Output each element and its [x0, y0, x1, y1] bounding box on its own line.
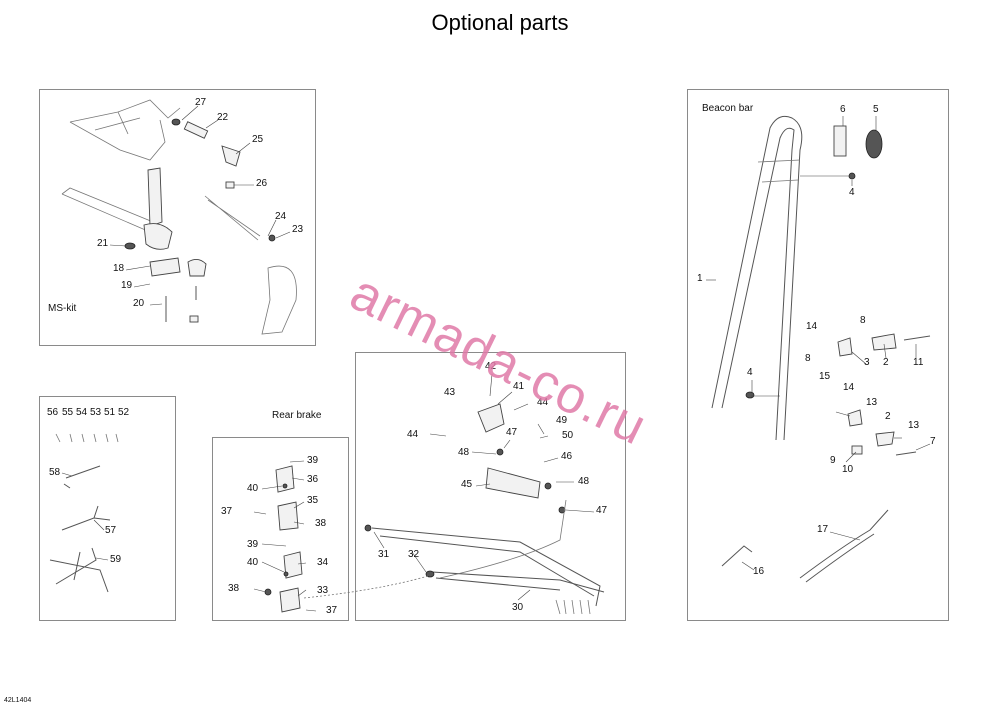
- callout-ms-kit-9: 20: [133, 298, 145, 309]
- callout-harness-5: 52: [118, 407, 130, 418]
- callout-harness-7: 57: [105, 525, 117, 536]
- callout-beacon-13: 13: [866, 397, 878, 408]
- panel-rake: [355, 352, 626, 621]
- callout-beacon-14: 2: [885, 411, 891, 422]
- harness-leader-lines: [61, 472, 109, 561]
- callout-ms-kit-3: 26: [256, 178, 268, 189]
- brake-to-rake-connector: [303, 575, 429, 599]
- callout-rake-4: 44: [407, 429, 419, 440]
- callout-harness-1: 55: [62, 407, 74, 418]
- callout-beacon-19: 17: [817, 524, 829, 535]
- callout-rake-5: 49: [556, 415, 568, 426]
- page-title: Optional parts: [431, 10, 569, 35]
- callout-rake-1: 43: [444, 387, 456, 398]
- callout-beacon-4: 14: [806, 321, 818, 332]
- rear-brake-leader-lines: [253, 460, 317, 612]
- callout-beacon-0: 6: [840, 104, 846, 115]
- callout-harness-3: 53: [90, 407, 102, 418]
- callout-beacon-10: 15: [819, 371, 831, 382]
- rear-brake-label: Rear brake: [272, 410, 322, 421]
- beacon-bar-label: Beacon bar: [702, 103, 754, 114]
- callout-rake-2: 41: [513, 381, 525, 392]
- callout-rake-10: 45: [461, 479, 473, 490]
- callout-beacon-8: 2: [883, 357, 889, 368]
- callout-ms-kit-2: 25: [252, 134, 264, 145]
- harness-drawing: [49, 433, 119, 593]
- callout-beacon-17: 9: [830, 455, 836, 466]
- callout-brake-2: 36: [307, 474, 319, 485]
- callout-harness-2: 54: [76, 407, 88, 418]
- callout-ms-kit-5: 23: [292, 224, 304, 235]
- callout-rake-7: 50: [562, 430, 574, 441]
- callout-brake-3: 35: [307, 495, 319, 506]
- callout-harness-6: 58: [49, 467, 61, 478]
- panel-rear-brake: [212, 437, 349, 621]
- callout-beacon-2: 4: [849, 187, 855, 198]
- callout-brake-1: 40: [247, 483, 259, 494]
- callout-ms-kit-6: 21: [97, 238, 109, 249]
- callout-brake-8: 34: [317, 557, 329, 568]
- callout-ms-kit-8: 19: [121, 280, 133, 291]
- ms-kit-label: MS-kit: [48, 303, 77, 314]
- ms-kit-a-arm-drawing: [61, 99, 297, 335]
- callout-beacon-7: 3: [864, 357, 870, 368]
- callout-beacon-20: 16: [753, 566, 765, 577]
- callout-rake-14: 32: [408, 549, 420, 560]
- callout-beacon-12: 14: [843, 382, 855, 393]
- callout-brake-11: 37: [326, 605, 338, 616]
- callout-rake-15: 30: [512, 602, 524, 613]
- callout-brake-0: 39: [307, 455, 319, 466]
- ms-kit-leader-lines: [109, 105, 291, 306]
- callout-rake-8: 48: [458, 447, 470, 458]
- callout-rake-13: 31: [378, 549, 390, 560]
- callout-harness-8: 59: [110, 554, 122, 565]
- callout-harness-0: 56: [47, 407, 59, 418]
- rear-brake-drawing: [264, 465, 303, 613]
- callout-beacon-5: 8: [860, 315, 866, 326]
- callout-beacon-16: 7: [930, 436, 936, 447]
- callout-ms-kit-4: 24: [275, 211, 287, 222]
- callout-rake-11: 48: [578, 476, 590, 487]
- callout-beacon-9: 11: [913, 357, 924, 368]
- callout-rake-0: 42: [485, 361, 497, 372]
- callout-harness-4: 51: [104, 407, 116, 418]
- callout-rake-6: 47: [506, 427, 518, 438]
- rake-drawing: [364, 403, 605, 615]
- beacon-bar-leader-lines: [706, 116, 931, 571]
- callout-rake-12: 47: [596, 505, 608, 516]
- figure-code: 42L1404: [4, 697, 32, 704]
- rake-leader-lines: [373, 373, 595, 601]
- beacon-bar-drawing: [711, 115, 931, 583]
- callout-beacon-6: 8: [805, 353, 811, 364]
- callout-brake-7: 40: [247, 557, 259, 568]
- callout-brake-5: 38: [315, 518, 327, 529]
- panel-beacon-bar: [687, 89, 949, 621]
- callout-rake-9: 46: [561, 451, 573, 462]
- callout-brake-9: 38: [228, 583, 240, 594]
- callout-brake-10: 33: [317, 585, 329, 596]
- callout-rake-3: 44: [537, 397, 549, 408]
- callout-beacon-3: 1: [697, 273, 703, 284]
- callout-brake-4: 37: [221, 506, 233, 517]
- callout-ms-kit-1: 22: [217, 112, 229, 123]
- callout-ms-kit-0: 27: [195, 97, 207, 108]
- panel-harness: [39, 396, 176, 621]
- callout-beacon-1: 5: [873, 104, 879, 115]
- callout-beacon-15: 13: [908, 420, 920, 431]
- callout-beacon-18: 10: [842, 464, 854, 475]
- callout-beacon-11: 4: [747, 367, 753, 378]
- callout-ms-kit-7: 18: [113, 263, 125, 274]
- callout-brake-6: 39: [247, 539, 259, 550]
- panel-ms-kit: [39, 89, 316, 346]
